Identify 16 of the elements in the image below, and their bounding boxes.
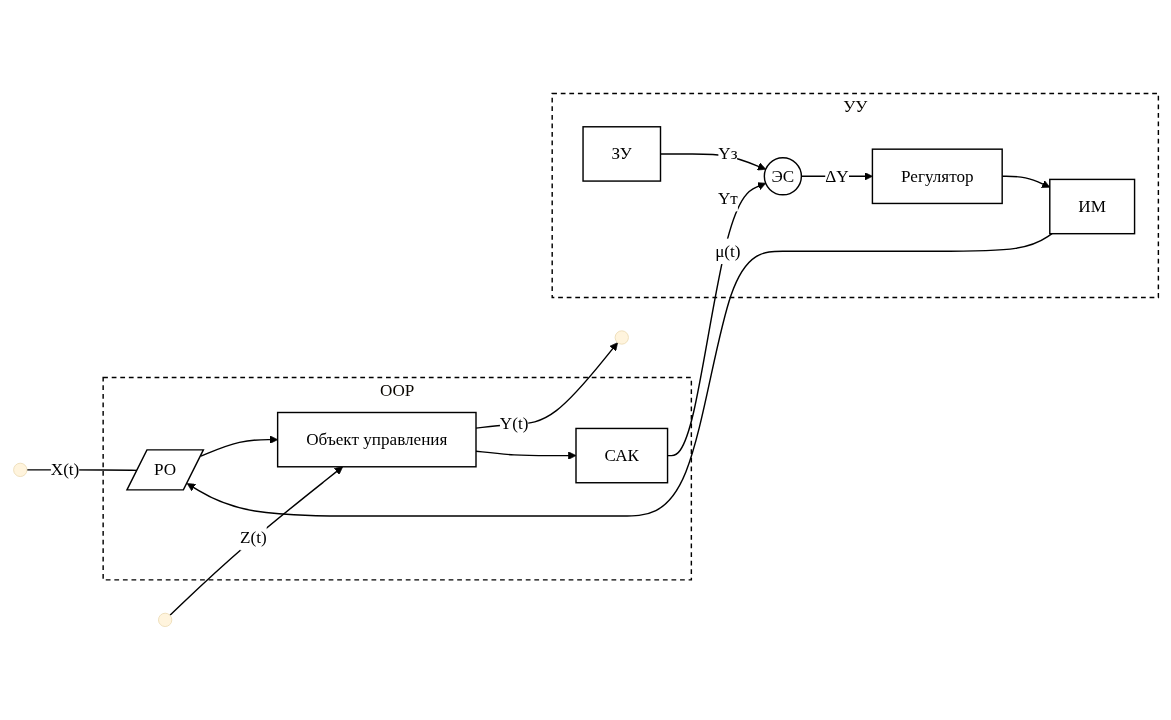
node-box: САК [574, 427, 668, 484]
node-box: ЗУ [581, 126, 661, 182]
node-circle: ЭС [763, 157, 802, 196]
arrow [168, 466, 343, 616]
node-box: ИМ [1048, 178, 1135, 235]
arrow [199, 435, 278, 457]
edge-label: X(t) [50, 459, 79, 479]
edge-label: μ(t) [714, 241, 741, 261]
node-box: Регулятор [871, 148, 1003, 205]
edge-label: Yт [717, 188, 738, 208]
node-box: Объект управления [276, 411, 477, 468]
edge-label: Y(t) [499, 413, 528, 433]
edge-label: Yз [717, 143, 737, 163]
arrow [186, 232, 1053, 517]
edge-label: Z(t) [239, 527, 267, 547]
edge-label: ΔY [824, 166, 849, 186]
